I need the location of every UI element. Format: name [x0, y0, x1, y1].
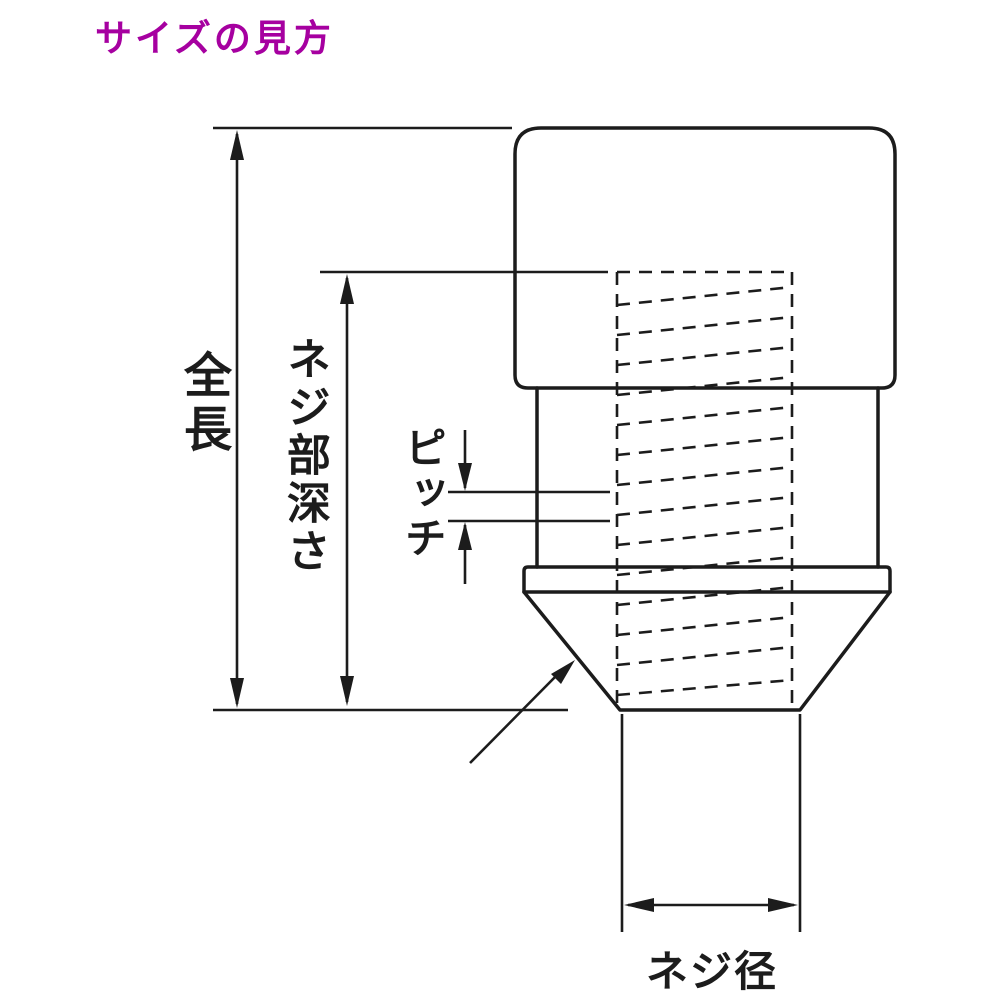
label-thread-depth: ネジ部深さ: [279, 336, 330, 576]
arrowhead-down: [458, 463, 472, 491]
nut-cap-outline: [513, 126, 897, 390]
dimension-total-length: [213, 126, 568, 712]
arrowhead-left: [624, 898, 654, 912]
arrowhead-down: [340, 676, 354, 706]
label-pitch: ピッチ: [398, 426, 447, 561]
thread-boundary: [615, 270, 794, 703]
label-thread-diameter: ネジ径: [645, 947, 778, 996]
dimension-pitch: [448, 430, 610, 584]
nut-flange: [522, 565, 892, 594]
thread-hatch: [615, 270, 794, 703]
nut-middle-section: [535, 386, 880, 569]
label-total-length: 全長: [175, 350, 231, 458]
arrowhead-up: [230, 130, 244, 160]
page-title: サイズの見方: [95, 17, 334, 60]
arrowhead-down: [230, 678, 244, 708]
seat-pointer-shaft: [469, 673, 559, 764]
arrowhead-right: [768, 898, 798, 912]
arrowhead-up: [458, 522, 472, 550]
nut-taper-seat: [522, 590, 892, 712]
seat-pointer: [469, 660, 575, 764]
thread-helix-lines: [616, 285, 793, 697]
lug-nut-drawing: [513, 126, 897, 712]
dimension-thread-depth: [320, 270, 608, 706]
dimension-thread-diameter: [620, 714, 802, 932]
arrowhead-up: [340, 274, 354, 304]
arrowhead-seat: [551, 660, 575, 684]
